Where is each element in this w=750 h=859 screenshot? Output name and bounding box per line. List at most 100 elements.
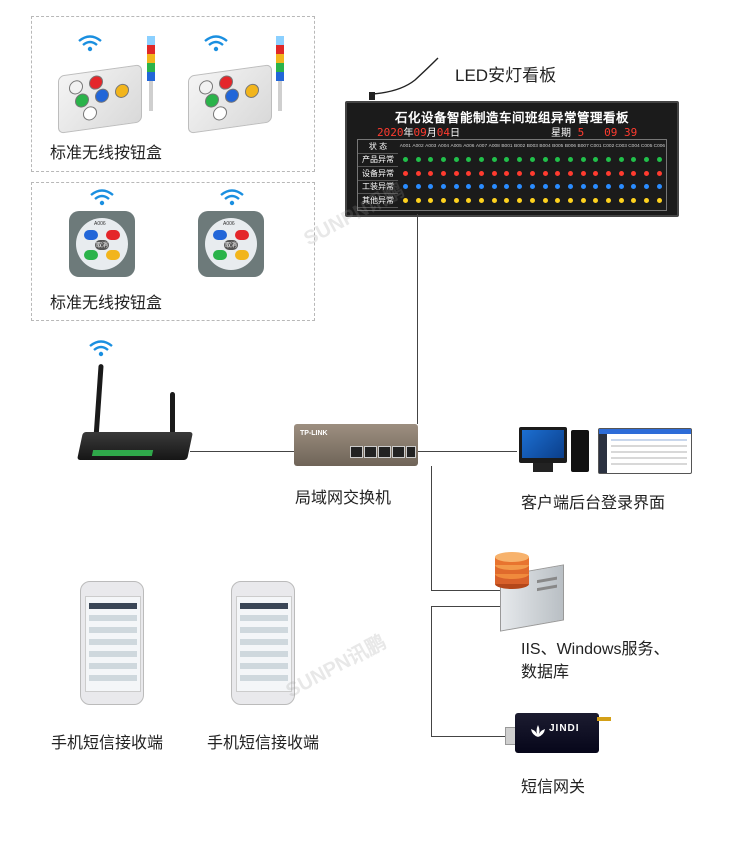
wireless-button-box	[188, 64, 272, 134]
led-status-dot	[402, 170, 408, 176]
led-column-header: B006	[564, 144, 577, 149]
led-status-dot	[555, 197, 561, 203]
led-status-dot	[491, 157, 497, 163]
led-status-dot	[656, 170, 662, 176]
led-status-dot	[479, 197, 485, 203]
led-column-header: B003	[526, 144, 538, 149]
label-phone-2: 手机短信接收端	[207, 735, 320, 752]
admin-login-screen	[598, 428, 692, 474]
led-status-dot	[542, 184, 548, 190]
led-column-header: C004	[628, 144, 640, 149]
led-column-header: A001	[399, 144, 411, 149]
led-status-dot	[466, 170, 472, 176]
led-column-header: B007	[577, 144, 589, 149]
mobile-phone	[80, 581, 144, 705]
led-status-dot	[580, 197, 586, 203]
box-code-text: A006	[94, 221, 106, 227]
led-column-header: B004	[539, 144, 551, 149]
led-status-dot	[517, 157, 523, 163]
led-status-dot	[491, 170, 497, 176]
led-status-dot	[656, 184, 662, 190]
led-status-dot	[644, 197, 650, 203]
led-status-dot	[644, 184, 650, 190]
button-cancel	[224, 240, 238, 250]
led-status-dot	[606, 197, 612, 203]
led-status-dot	[631, 197, 637, 203]
led-status-dot	[504, 157, 510, 163]
led-row-label: 工装异常	[358, 180, 398, 195]
led-status-dot	[415, 184, 421, 190]
label-button-box-1: 标准无线按钮盒	[50, 145, 163, 162]
led-status-dot	[644, 170, 650, 176]
button-yellow	[235, 250, 249, 260]
switch-port	[378, 446, 391, 458]
led-column-header: A008	[488, 144, 500, 149]
led-status-dot	[504, 170, 510, 176]
button-white-large	[213, 105, 227, 122]
desktop-monitor	[519, 427, 567, 463]
label-button-box-2: 标准无线按钮盒	[50, 295, 163, 312]
led-column-header: B005	[552, 144, 564, 149]
led-column-header: C002	[602, 144, 615, 149]
led-status-dot	[517, 170, 523, 176]
led-status-dot	[656, 197, 662, 203]
led-status-dot	[567, 170, 573, 176]
led-status-dot	[529, 157, 535, 163]
led-status-dot	[567, 197, 573, 203]
led-column-header: A002	[412, 144, 424, 149]
button-green	[213, 250, 227, 260]
led-column-header: C005	[640, 144, 653, 149]
gateway-brand-text: JINDI	[549, 723, 580, 734]
led-status-dot	[517, 197, 523, 203]
led-status-dot	[644, 157, 650, 163]
led-status-dot	[606, 184, 612, 190]
phone-screen	[236, 596, 292, 692]
led-status-dot	[453, 170, 459, 176]
router-antenna	[170, 392, 175, 440]
led-status-dot	[466, 184, 472, 190]
led-status-dot	[517, 184, 523, 190]
label-switch: 局域网交换机	[295, 490, 392, 507]
led-status-dot	[428, 157, 434, 163]
led-status-dot	[593, 157, 599, 163]
led-status-dot	[656, 157, 662, 163]
led-column-header: A007	[475, 144, 488, 149]
led-header-label: 状 态	[358, 140, 398, 154]
led-status-dot	[593, 170, 599, 176]
led-status-dot	[479, 157, 485, 163]
connector-router-switch	[190, 451, 294, 452]
connector-switch-client	[418, 451, 517, 452]
gateway-antenna	[597, 717, 611, 721]
wireless-receiver	[77, 432, 193, 460]
switch-port	[406, 446, 416, 458]
led-board-title: 石化设备智能制造车间班组异常管理看板	[394, 111, 629, 125]
led-status-dot	[466, 197, 472, 203]
led-status-dot	[504, 197, 510, 203]
led-column-header: B001	[501, 144, 513, 149]
button-box-group-2	[31, 182, 315, 321]
led-status-dot	[618, 197, 624, 203]
led-status-dot	[631, 170, 637, 176]
mobile-phone	[231, 581, 295, 705]
led-andon-board: 石化设备智能制造车间班组异常管理看板 2020年09月04日 星期 5 09 3…	[345, 101, 679, 217]
led-status-dot	[542, 197, 548, 203]
button-box-group-1	[31, 16, 315, 172]
led-status-dot	[440, 157, 446, 163]
led-status-dot	[415, 157, 421, 163]
led-status-dot	[453, 157, 459, 163]
label-client: 客户端后台登录界面	[521, 495, 666, 512]
wifi-icon	[220, 189, 244, 206]
button-blue	[84, 230, 98, 240]
router-antenna	[93, 363, 104, 441]
switch-port	[392, 446, 405, 458]
connector-led-switch	[417, 214, 418, 424]
led-status-dot	[504, 184, 510, 190]
led-status-dot	[466, 157, 472, 163]
led-status-dot	[618, 157, 624, 163]
button-green	[84, 250, 98, 260]
led-date: 2020年09月04日	[377, 126, 460, 139]
phone-screen	[85, 596, 141, 692]
led-status-dot	[440, 197, 446, 203]
led-status-dot	[606, 157, 612, 163]
label-server-line2: 数据库	[521, 664, 570, 681]
